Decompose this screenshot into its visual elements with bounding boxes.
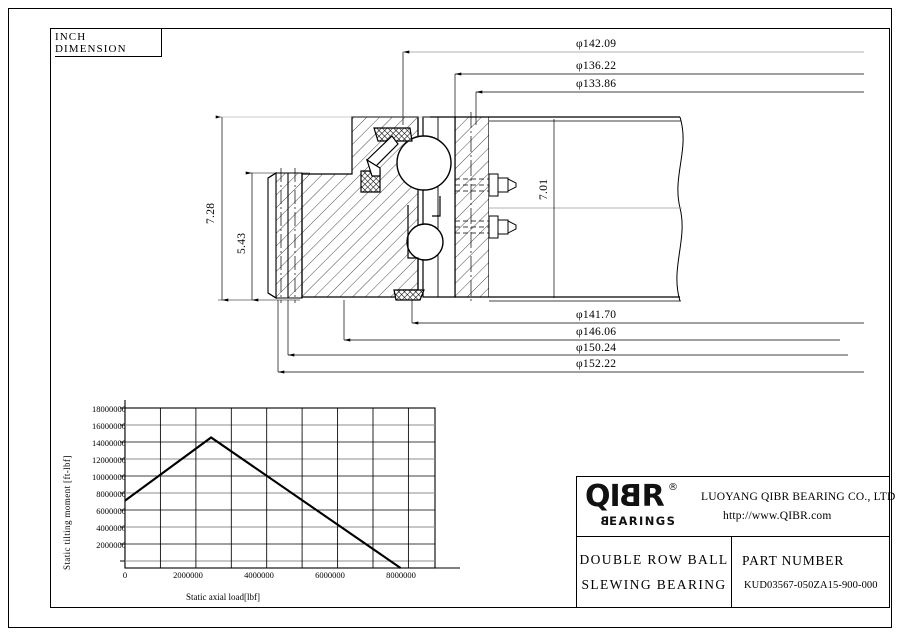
part-number-cell: PART NUMBER KUD03567-050ZA15-900-000 (732, 537, 889, 607)
chart-xtick-8000000: 8000000 (386, 570, 416, 580)
chart-ytick-18000000: 18000000 (92, 404, 126, 414)
chart-xtick-2000000: 2000000 (173, 570, 203, 580)
part-number-value: KUD03567-050ZA15-900-000 (744, 580, 878, 591)
product-description-line1: DOUBLE ROW BALL (579, 551, 729, 567)
title-block: QIBR ® BEARINGS LUOYANG QIBR BEARING CO.… (576, 476, 895, 608)
chart-xtick-4000000: 4000000 (244, 570, 274, 580)
sheet-border-inner (50, 28, 890, 608)
dimension-label-height-543: 5.43 (236, 232, 248, 254)
dimension-label-width-701: 7.01 (538, 178, 550, 200)
chart-ytick-10000000: 10000000 (92, 472, 126, 482)
chart-ytick-8000000: 8000000 (96, 489, 126, 499)
chart-ytick-14000000: 14000000 (92, 438, 126, 448)
logo-subtitle: BEARINGS (599, 513, 677, 528)
title-block-header: QIBR ® BEARINGS LUOYANG QIBR BEARING CO.… (577, 477, 895, 537)
dimension-label-bottom-2: φ146.06 (576, 326, 617, 338)
dimension-label-bottom-1: φ141.70 (576, 309, 617, 321)
dimension-label-top-2: φ136.22 (576, 60, 617, 72)
dimension-label-bottom-3: φ150.24 (576, 342, 617, 354)
inch-dimension-tag: INCH DIMENSION (55, 29, 162, 57)
product-description-line2: SLEWING BEARING (581, 576, 727, 592)
chart-xtick-0: 0 (122, 570, 128, 580)
chart-x-axis-title: Static axial load[lbf] (186, 592, 260, 602)
company-url[interactable]: http://www.QIBR.com (723, 510, 832, 522)
dimension-label-bottom-4: φ152.22 (576, 358, 617, 370)
chart-ytick-2000000: 2000000 (96, 540, 126, 550)
dimension-label-top-3: φ133.86 (576, 78, 617, 90)
chart-ytick-6000000: 6000000 (96, 506, 126, 516)
sheet-border-outer (8, 8, 892, 628)
chart-plot-area (120, 400, 460, 569)
chart-ytick-16000000: 16000000 (92, 421, 126, 431)
part-number-label: PART NUMBER (742, 553, 845, 568)
chart-data-curve (124, 436, 402, 569)
registered-trademark-icon: ® (668, 481, 678, 493)
logo-wordmark-text: QIBR (585, 478, 665, 514)
chart-ytick-12000000: 12000000 (92, 455, 126, 465)
company-info: LUOYANG QIBR BEARING CO., LTD http://www… (699, 491, 896, 522)
title-block-body: DOUBLE ROW BALL SLEWING BEARING PART NUM… (577, 537, 889, 607)
dimension-label-top-1: φ142.09 (576, 38, 617, 50)
product-description: DOUBLE ROW BALL SLEWING BEARING (577, 537, 732, 607)
chart-xtick-6000000: 6000000 (315, 570, 345, 580)
dimension-label-height-728: 7.28 (205, 202, 217, 224)
logo-wordmark: QIBR (585, 478, 665, 514)
static-load-chart: Static tilting moment [ft-lbf] Static ax… (60, 398, 470, 608)
qibr-logo: QIBR ® BEARINGS (585, 478, 699, 533)
company-name: LUOYANG QIBR BEARING CO., LTD (701, 491, 896, 503)
chart-ytick-4000000: 4000000 (96, 523, 126, 533)
